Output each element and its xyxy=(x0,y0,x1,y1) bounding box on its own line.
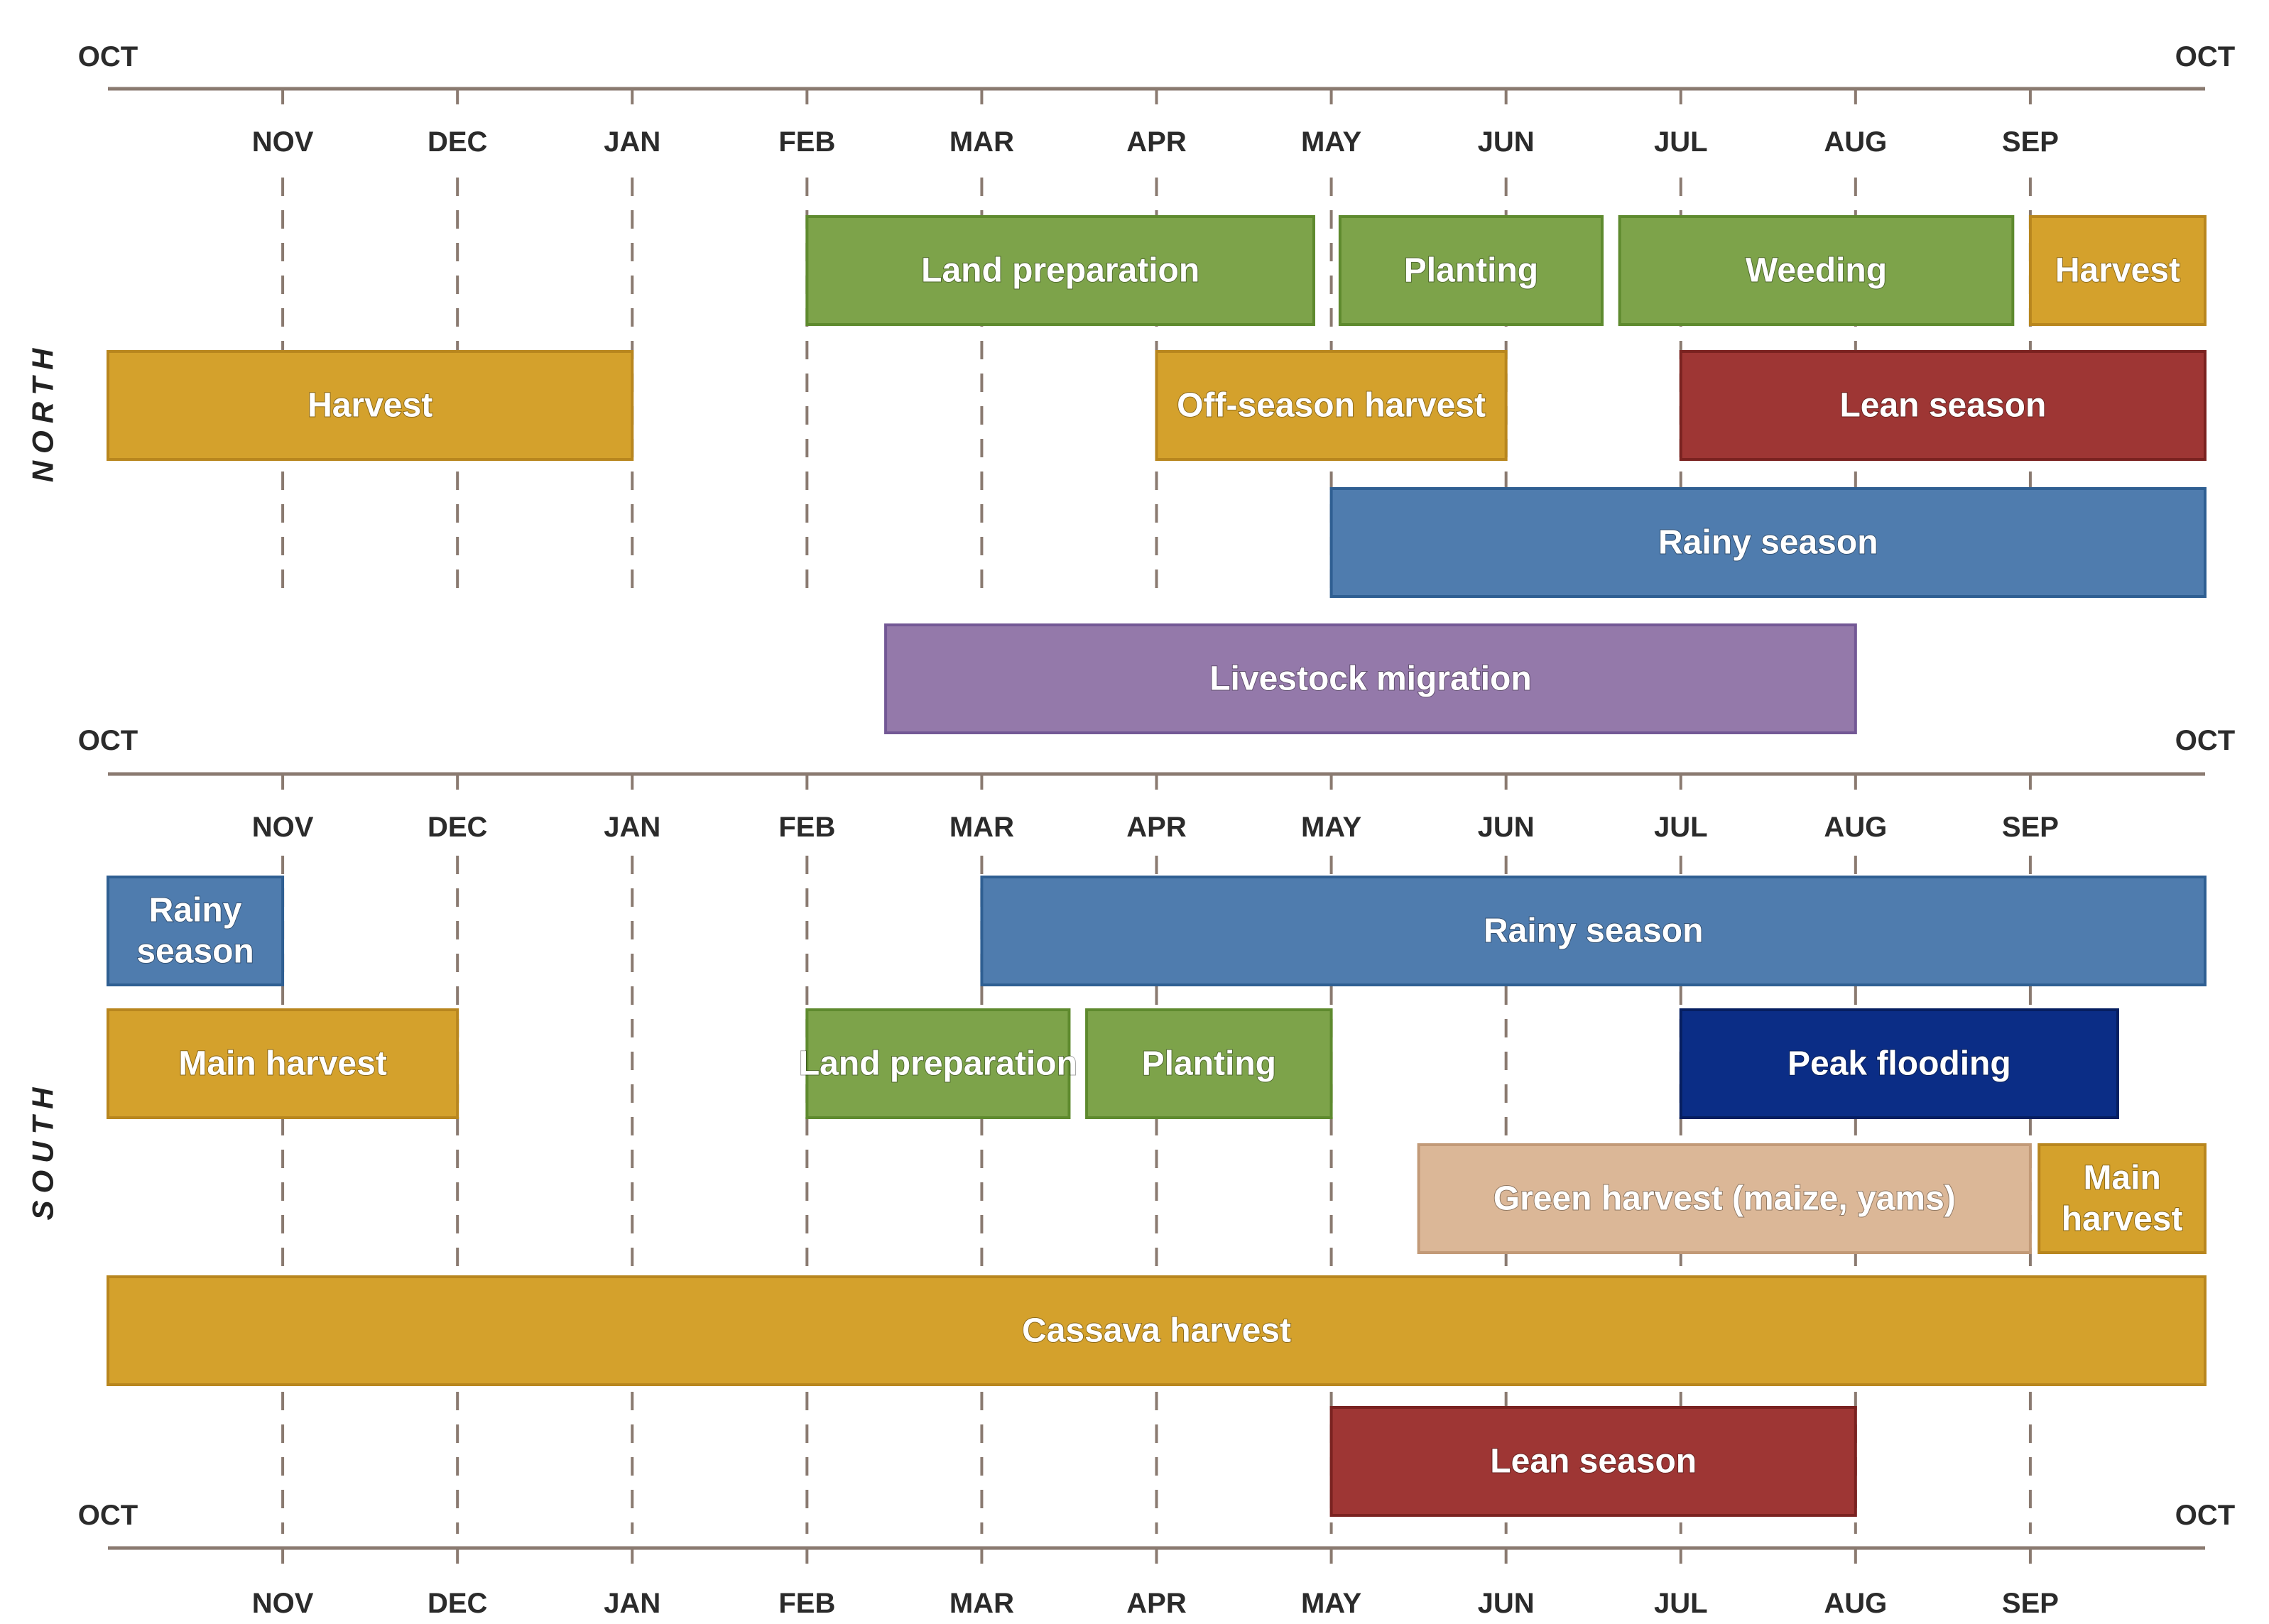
tick-label-apr: APR xyxy=(1126,812,1187,843)
bar-north-off-season-harvest xyxy=(1155,350,1508,461)
tick-label-nov: NOV xyxy=(252,812,314,843)
tick-label-oct: OCT xyxy=(78,725,138,756)
bar-south-main-harvest xyxy=(2037,1143,2207,1254)
tick-label-jan: JAN xyxy=(604,812,660,843)
tick-label-mar: MAR xyxy=(950,1588,1014,1619)
bar-label: Land preparation xyxy=(921,252,1199,290)
bar-label: Harvest xyxy=(2055,252,2180,290)
bar-label: Rainy season xyxy=(1484,912,1703,950)
tick-label-dec: DEC xyxy=(428,126,487,158)
tick-label-nov: NOV xyxy=(252,126,314,158)
bar-north-lean-season xyxy=(1679,350,2207,461)
tick-label-jun: JUN xyxy=(1478,1588,1535,1619)
tick-label-jul: JUL xyxy=(1654,812,1708,843)
bar-label: Peak flooding xyxy=(1788,1045,2011,1083)
tick-label-dec: DEC xyxy=(428,812,487,843)
bar-south-rainy-season xyxy=(980,876,2207,986)
tick-label-apr: APR xyxy=(1126,126,1187,158)
bar-label: Harvest xyxy=(308,387,432,425)
bar-north-livestock-migration xyxy=(884,623,1857,734)
tick-label-jun: JUN xyxy=(1478,812,1535,843)
tick-label-jan: JAN xyxy=(604,1588,660,1619)
tick-label-feb: FEB xyxy=(778,126,835,158)
tick-label-jan: JAN xyxy=(604,126,660,158)
bar-label: Weeding xyxy=(1746,252,1887,290)
bar-label: Green harvest (maize, yams) xyxy=(1493,1180,1956,1218)
bar-label: Cassava harvest xyxy=(1022,1312,1291,1350)
tick-label-oct: OCT xyxy=(2175,1500,2235,1531)
bar-label: Planting xyxy=(1142,1045,1276,1083)
bar-north-weeding xyxy=(1618,215,2015,326)
tick-label-mar: MAR xyxy=(950,812,1014,843)
tick-label-apr: APR xyxy=(1126,1588,1187,1619)
bar-south-peak-flooding xyxy=(1679,1008,2119,1119)
tick-label-oct: OCT xyxy=(78,1500,138,1531)
tick-label-sep: SEP xyxy=(2002,812,2059,843)
bar-label: Rainy season xyxy=(1658,524,1878,562)
region-label-north: NORTH xyxy=(26,342,60,483)
bar-south-lean-season xyxy=(1329,1406,1857,1517)
bar-label: Livestock migration xyxy=(1209,660,1531,698)
bar-label: Lean season xyxy=(1839,387,2046,425)
tick-label-aug: AUG xyxy=(1824,126,1887,158)
bar-label: Land preparation xyxy=(799,1045,1077,1083)
tick-label-feb: FEB xyxy=(778,812,835,843)
tick-label-nov: NOV xyxy=(252,1588,314,1619)
bar-label: Planting xyxy=(1404,252,1538,290)
bar-north-harvest xyxy=(107,350,634,461)
bar-south-main-harvest xyxy=(107,1008,459,1119)
bar-south-cassava-harvest xyxy=(107,1275,2207,1386)
tick-label-jun: JUN xyxy=(1478,126,1535,158)
region-label-south: SOUTH xyxy=(26,1081,60,1221)
tick-label-sep: SEP xyxy=(2002,126,2059,158)
tick-label-oct: OCT xyxy=(2175,41,2235,72)
bar-north-harvest xyxy=(2028,215,2207,326)
bar-label: season xyxy=(136,933,254,971)
bar-south-land-preparation xyxy=(805,1008,1071,1119)
tick-label-dec: DEC xyxy=(428,1588,487,1619)
tick-label-jul: JUL xyxy=(1654,126,1708,158)
tick-label-may: MAY xyxy=(1301,812,1362,843)
tick-label-may: MAY xyxy=(1301,1588,1362,1619)
bar-north-land-preparation xyxy=(805,215,1315,326)
tick-label-mar: MAR xyxy=(950,126,1014,158)
bar-label: Lean season xyxy=(1490,1443,1697,1481)
tick-label-aug: AUG xyxy=(1824,1588,1887,1619)
bar-label: Off-season harvest xyxy=(1177,387,1486,425)
bar-north-rainy-season xyxy=(1329,487,2207,598)
bar-south-green-harvest-maize-yams xyxy=(1417,1143,2032,1254)
bar-label: Main xyxy=(2083,1160,2160,1197)
bar-south-rainy-season xyxy=(107,876,285,986)
tick-label-oct: OCT xyxy=(78,41,138,72)
bar-label: harvest xyxy=(2062,1201,2183,1238)
tick-label-aug: AUG xyxy=(1824,812,1887,843)
bar-north-planting xyxy=(1338,215,1604,326)
tick-label-oct: OCT xyxy=(2175,725,2235,756)
tick-label-feb: FEB xyxy=(778,1588,835,1619)
bar-south-planting xyxy=(1085,1008,1333,1119)
tick-label-sep: SEP xyxy=(2002,1588,2059,1619)
bar-label: Main harvest xyxy=(178,1045,386,1083)
bar-label: Rainy xyxy=(149,892,242,930)
tick-label-jul: JUL xyxy=(1654,1588,1708,1619)
tick-label-may: MAY xyxy=(1301,126,1362,158)
